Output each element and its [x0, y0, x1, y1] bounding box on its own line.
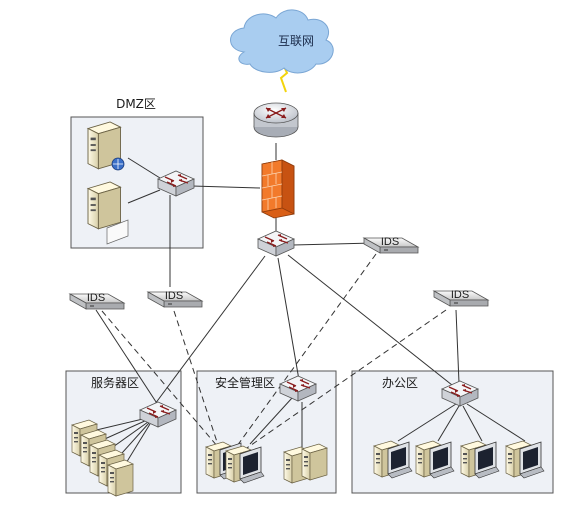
core-switch-icon: [257, 230, 295, 257]
ids-sensor-icon: IDS: [147, 290, 203, 308]
firewall-icon: [261, 159, 295, 219]
security-zone-label: 安全管理区: [215, 375, 275, 390]
internet-label: 互联网: [278, 34, 314, 48]
network-links: [87, 143, 526, 474]
svg-text:IDS: IDS: [165, 290, 183, 302]
ids-sensor-icon: IDS: [433, 289, 489, 307]
server-zone-label: 服务器区: [91, 375, 139, 390]
ids-monitor-links: [101, 253, 447, 451]
svg-text:IDS: IDS: [87, 292, 105, 304]
mail-server-icon: [87, 181, 129, 245]
cloud-icon: [230, 9, 334, 74]
svg-text:IDS: IDS: [451, 289, 469, 301]
dmz-zone-label: DMZ区: [116, 97, 156, 111]
office-zone-label: 办公区: [382, 375, 418, 390]
router-icon: [253, 102, 299, 138]
svg-text:IDS: IDS: [381, 236, 399, 248]
web-server-icon: [87, 121, 125, 171]
ids-sensor-icon: IDS: [69, 292, 125, 310]
ids-sensor-icon: IDS: [363, 236, 419, 254]
